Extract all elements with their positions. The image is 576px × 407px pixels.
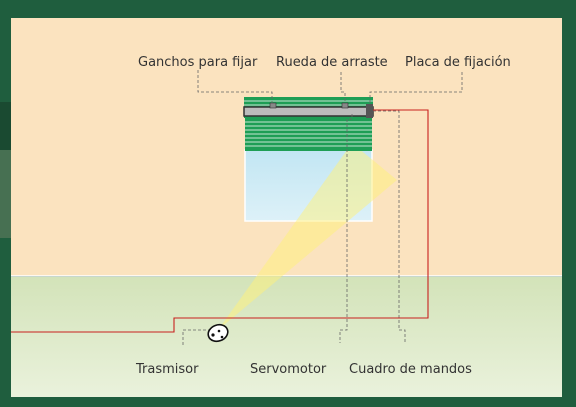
remote-control-icon[interactable] [206, 322, 230, 344]
blind-slats [245, 118, 372, 151]
label-control-box: Cuadro de mandos [349, 362, 472, 377]
label-servomotor: Servomotor [250, 362, 327, 377]
fixing-plate [366, 104, 373, 118]
label-wheel: Rueda de arraste [276, 55, 388, 70]
side-tab-lower [0, 150, 11, 238]
label-hooks: Ganchos para fijar [138, 55, 258, 70]
hook-marker [269, 102, 277, 109]
label-plate: Placa de fijación [405, 55, 511, 70]
floor [11, 277, 562, 397]
signal-beam [218, 143, 397, 330]
roller-box [243, 97, 374, 118]
label-transmitter: Trasmisor [135, 362, 199, 377]
roller-tube [243, 106, 374, 117]
power-cable [11, 109, 429, 333]
side-tab [0, 102, 11, 150]
wheel-marker [341, 102, 349, 109]
leader-lines [182, 70, 463, 345]
